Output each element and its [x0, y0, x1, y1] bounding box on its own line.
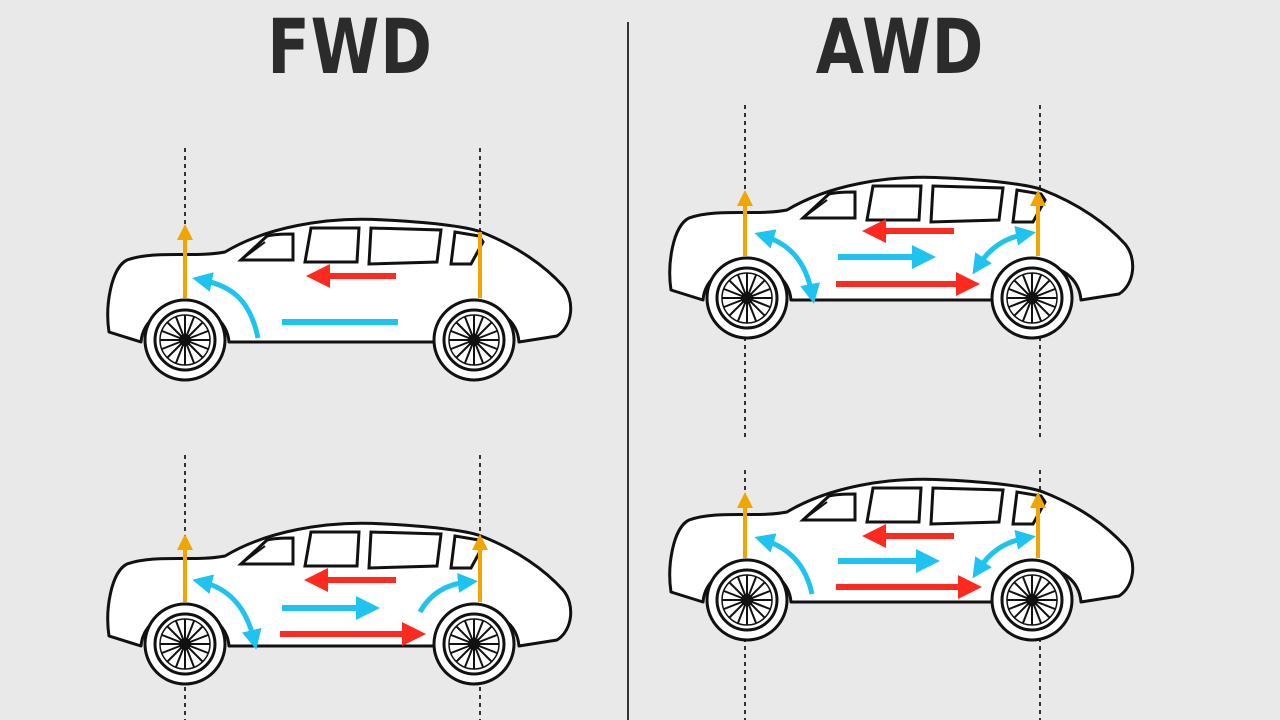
blue-curve-arrow	[417, 572, 478, 614]
front-wheel	[705, 256, 789, 340]
blue-curve-arrow	[192, 272, 261, 339]
rear-wheel	[432, 298, 516, 382]
rear-wheel	[990, 256, 1074, 340]
front-wheel	[143, 298, 227, 382]
front-wheel	[143, 602, 227, 686]
rear-wheel	[990, 558, 1074, 642]
fwd-bottom-car	[106, 455, 573, 720]
blue-curve-arrow	[972, 225, 1036, 275]
blue-curve-arrow	[192, 574, 262, 650]
rear-wheel	[432, 602, 516, 686]
fwd-title: FWD	[267, 2, 433, 91]
awd-title: AWD	[815, 2, 985, 91]
blue-curve-arrow	[754, 533, 815, 595]
awd-top-car	[668, 105, 1135, 440]
fwd-top-car	[106, 148, 573, 382]
blue-curve-arrow	[972, 529, 1036, 579]
blue-curve-arrow	[754, 229, 820, 304]
awd-bottom-car	[668, 470, 1135, 720]
front-wheel	[705, 558, 789, 642]
